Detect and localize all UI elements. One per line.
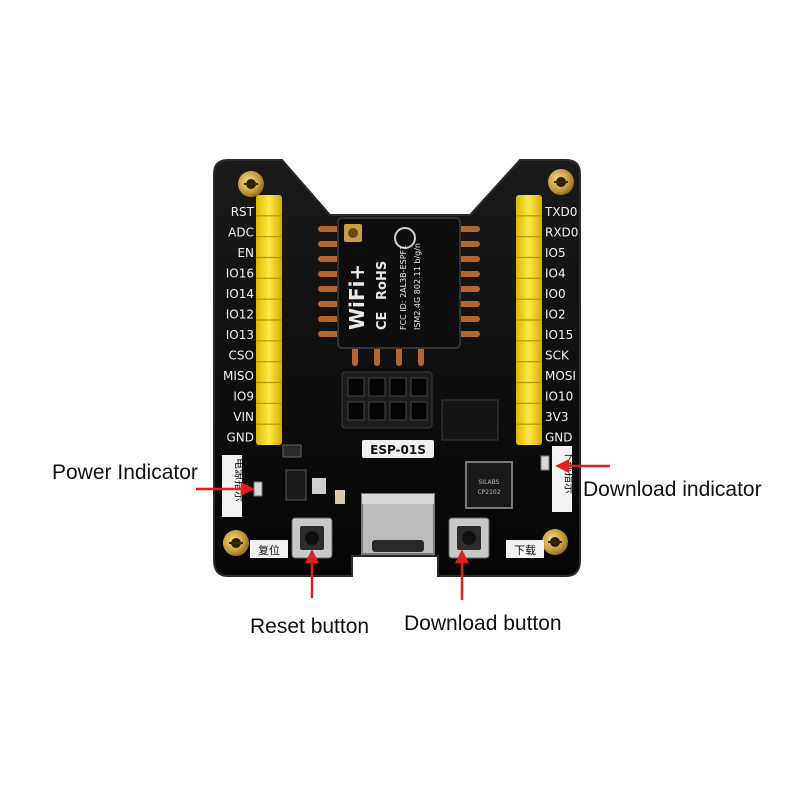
right-pin-label: IO4 bbox=[545, 267, 566, 281]
svg-text:CP2102: CP2102 bbox=[477, 489, 500, 496]
right-pin-label: RXD0 bbox=[545, 226, 578, 240]
chip-line-1: FCC ID: 2AL3B-ESPF1 bbox=[399, 245, 408, 330]
esp-module: WiFi+ CE RoHS FCC ID: 2AL3B-ESPF1 ISM2.4… bbox=[337, 217, 461, 349]
download-indicator-callout: Download indicator bbox=[583, 478, 762, 501]
right-pin-label: IO15 bbox=[545, 328, 573, 342]
left-pin-label: EN bbox=[237, 246, 254, 260]
right-pin-label: MOSI bbox=[545, 369, 576, 383]
arrow-power-indicator bbox=[196, 481, 255, 497]
smd-components bbox=[282, 399, 499, 504]
download-led bbox=[540, 455, 550, 471]
right-pin-label: IO2 bbox=[545, 308, 566, 322]
left-pin-label: RST bbox=[231, 205, 255, 219]
right-pin-label: IO10 bbox=[545, 390, 573, 404]
left-pin-label: IO14 bbox=[226, 287, 254, 301]
svg-text:下载指示: 下载指示 bbox=[563, 450, 577, 494]
socket-pins bbox=[318, 226, 480, 366]
right-pin-label: TXD0 bbox=[544, 205, 577, 219]
left-pin-label: VIN bbox=[233, 410, 254, 424]
mounting-hole-top-right bbox=[548, 169, 574, 195]
reset-silkscreen: 复位 bbox=[250, 540, 288, 558]
header-dividers bbox=[256, 215, 542, 425]
left-pin-label: CSO bbox=[229, 349, 254, 363]
chip-line-2: ISM2.4G 802.11 b/g/n bbox=[413, 243, 422, 330]
left-pin-label: GND bbox=[226, 431, 254, 445]
left-pin-label: MISO bbox=[223, 369, 254, 383]
power-led bbox=[253, 481, 263, 497]
usb-serial-chip: SILABS CP2102 bbox=[465, 461, 513, 509]
left-pin-label: IO16 bbox=[226, 267, 254, 281]
power-indicator-callout: Power Indicator bbox=[52, 461, 198, 484]
svg-text:复位: 复位 bbox=[258, 543, 280, 557]
right-pin-label: SCK bbox=[545, 349, 570, 363]
left-pin-label: IO12 bbox=[226, 308, 254, 322]
arrow-download-indicator bbox=[555, 458, 610, 474]
right-pin-label: IO5 bbox=[545, 246, 566, 260]
ce-mark: CE bbox=[375, 312, 390, 330]
download-button-callout: Download button bbox=[404, 612, 562, 635]
right-pin-label: GND bbox=[545, 431, 573, 445]
left-pin-label: ADC bbox=[228, 226, 254, 240]
right-pin-label: 3V3 bbox=[545, 410, 568, 424]
micro-usb-port bbox=[361, 493, 435, 555]
wifi-mark: WiFi+ bbox=[345, 264, 369, 330]
reset-button[interactable] bbox=[291, 517, 333, 559]
svg-text:SILABS: SILABS bbox=[479, 479, 500, 486]
module-label: ESP-01S bbox=[370, 443, 426, 457]
reset-button-callout: Reset button bbox=[250, 615, 370, 638]
download-silkscreen: 下载 bbox=[506, 540, 544, 558]
left-pin-label: IO13 bbox=[226, 328, 254, 342]
svg-text:下载: 下载 bbox=[514, 544, 536, 557]
right-pin-label: IO0 bbox=[545, 287, 566, 301]
module-socket bbox=[341, 371, 433, 429]
left-pin-label: IO9 bbox=[233, 390, 254, 404]
arrow-download-button bbox=[454, 549, 470, 600]
mounting-hole-bottom-left bbox=[223, 530, 249, 556]
arrow-reset-button bbox=[304, 549, 320, 598]
mounting-hole-bottom-right bbox=[542, 529, 568, 555]
svg-text:电源指示: 电源指示 bbox=[233, 458, 247, 502]
rohs-mark: RoHS bbox=[375, 261, 390, 300]
mounting-hole-top-left bbox=[238, 171, 264, 197]
download-button[interactable] bbox=[448, 517, 490, 559]
espressif-logo bbox=[394, 227, 416, 249]
